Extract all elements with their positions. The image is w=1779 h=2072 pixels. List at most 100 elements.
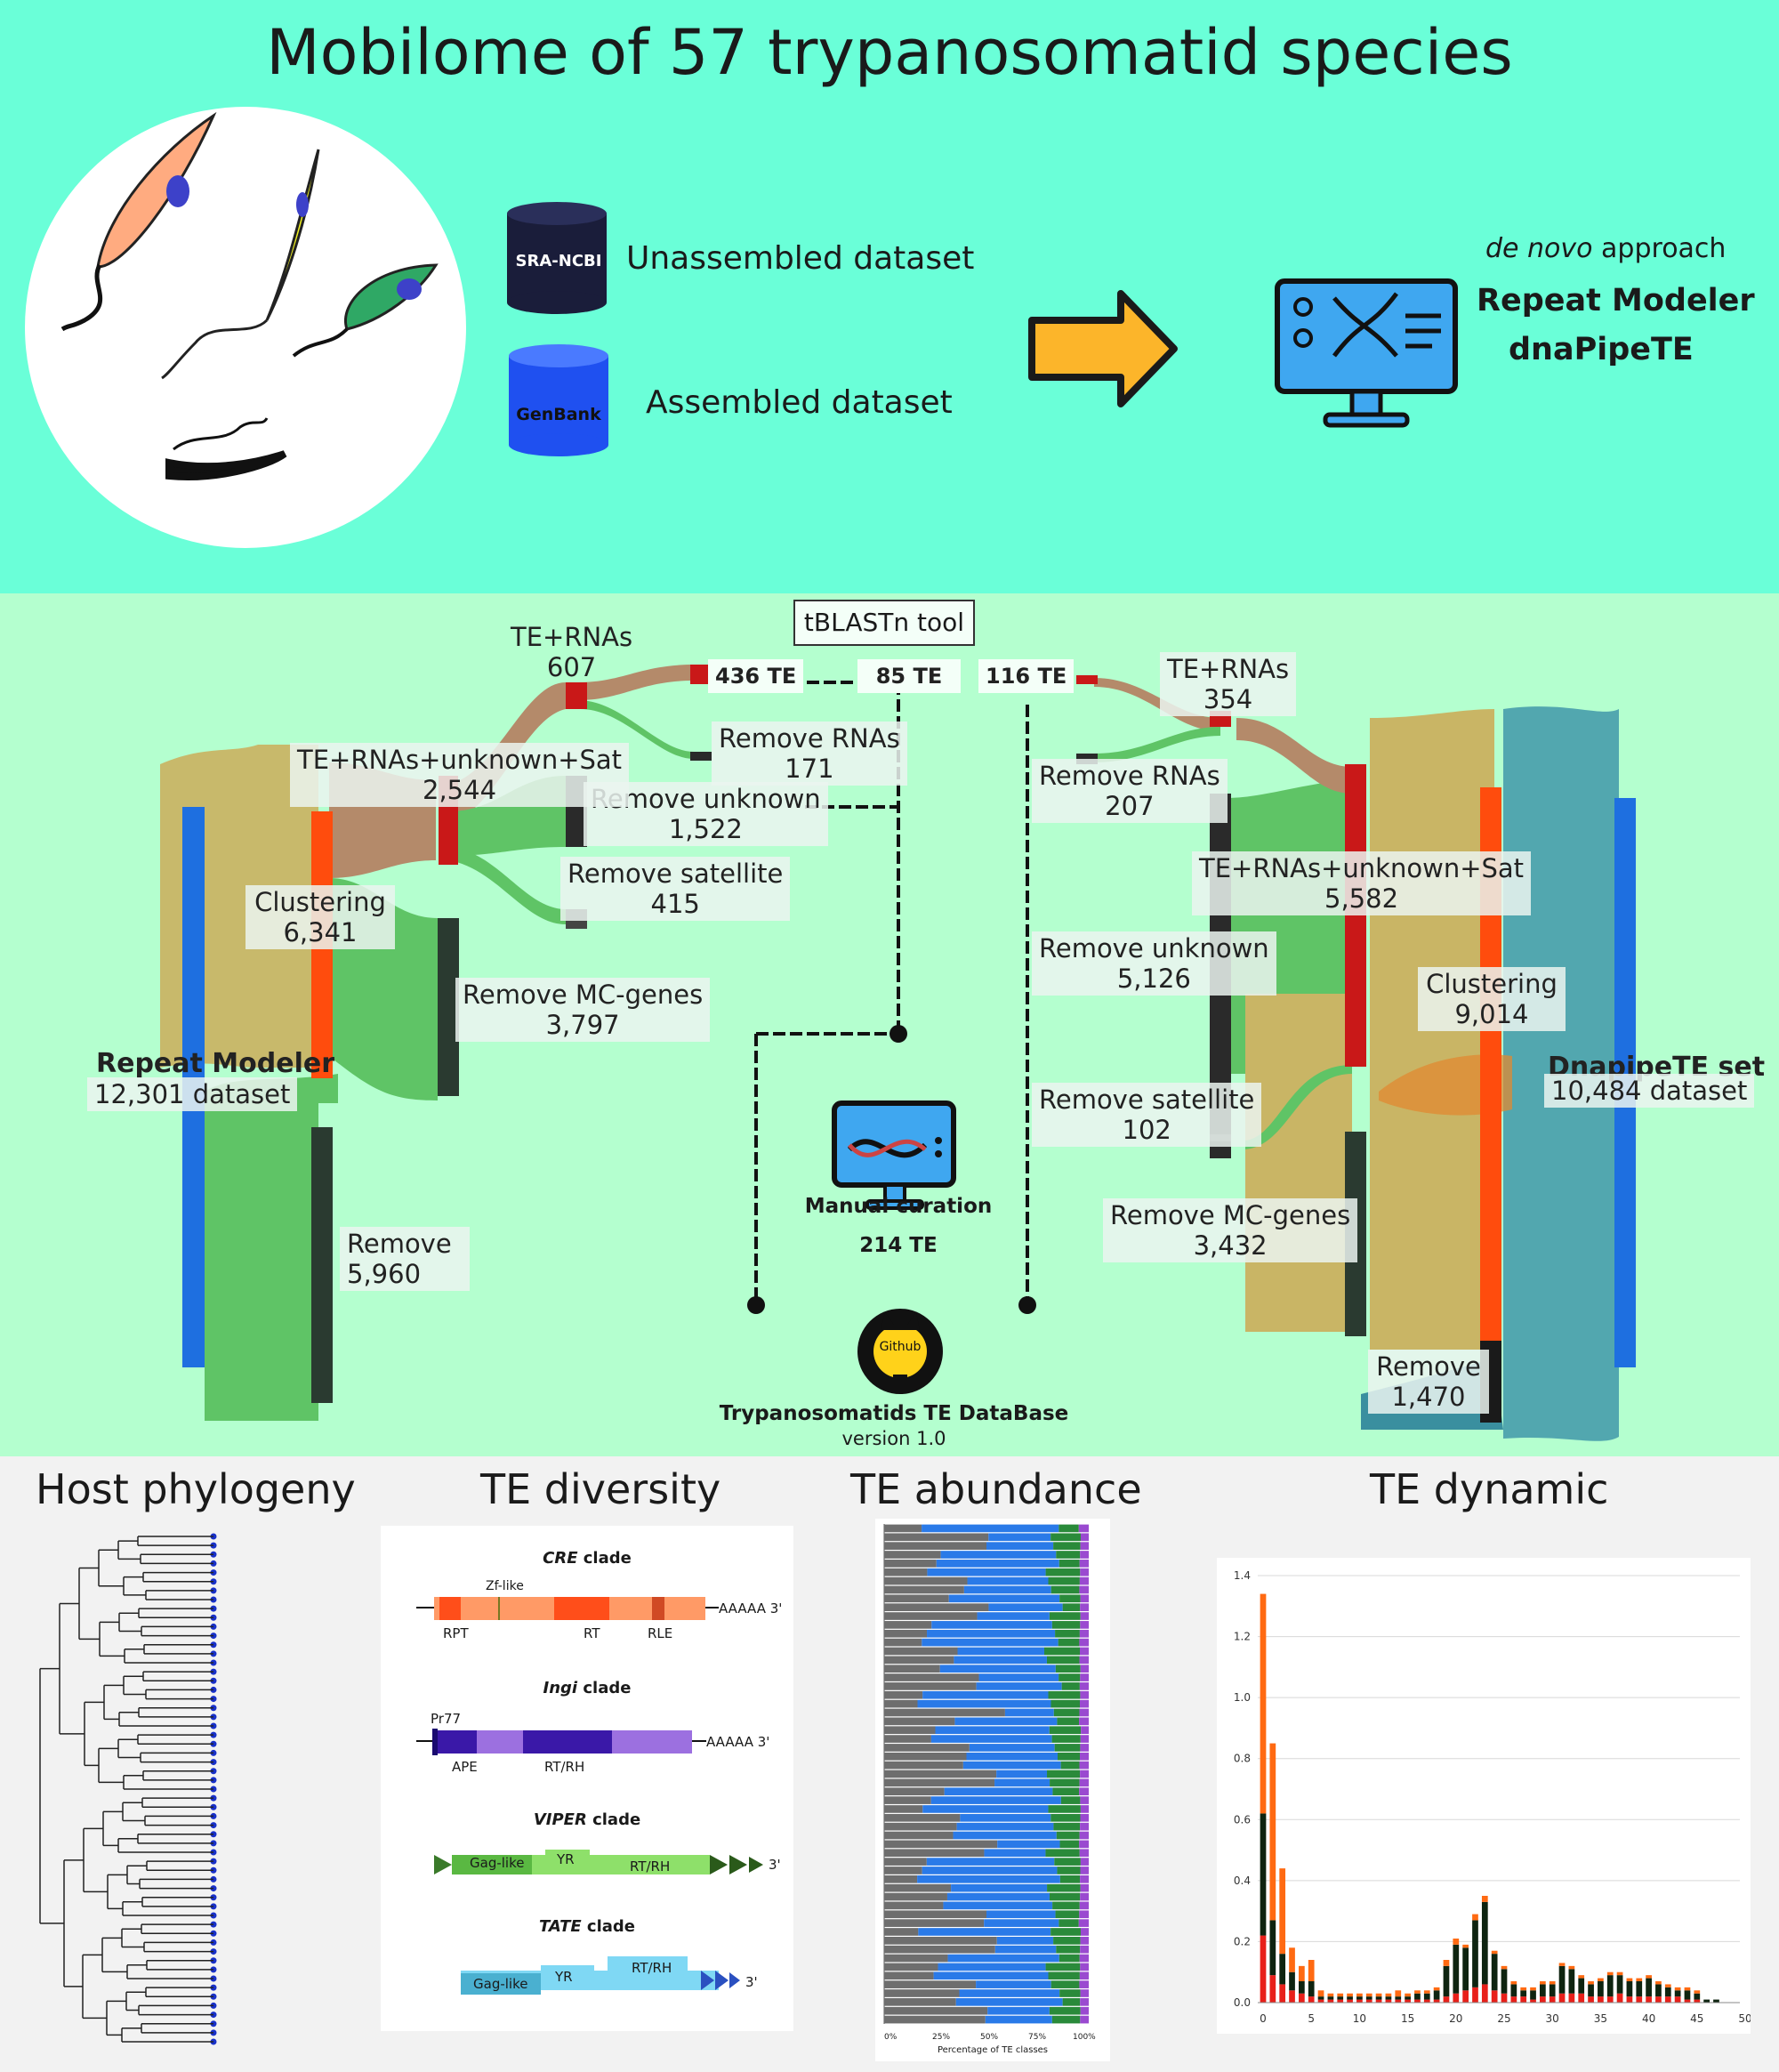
abundance-segment bbox=[976, 1682, 1062, 1690]
bar-segment bbox=[1520, 1987, 1527, 1991]
curation-label: Manual curation bbox=[804, 1195, 993, 1218]
tate-tail-label: 3' bbox=[745, 1974, 758, 1990]
right-te-out-label: 116 TE bbox=[978, 659, 1075, 693]
abundance-segment bbox=[884, 1866, 922, 1874]
node-right-te bbox=[1076, 675, 1098, 684]
abundance-segment bbox=[1079, 1761, 1089, 1770]
bar-segment bbox=[1317, 1996, 1324, 2000]
bar-segment bbox=[1472, 1920, 1478, 1987]
bar-segment bbox=[1578, 1993, 1585, 2003]
bar-segment bbox=[1588, 1996, 1594, 2003]
abundance-segment bbox=[1055, 1665, 1081, 1673]
abundance-segment bbox=[940, 1551, 1057, 1559]
abundance-segment bbox=[1059, 1524, 1079, 1533]
bar-segment bbox=[1636, 1981, 1643, 1997]
bar-segment bbox=[1606, 1971, 1614, 1976]
abundance-segment bbox=[1080, 1699, 1089, 1708]
abundance-segment bbox=[884, 1551, 941, 1559]
abundance-segment bbox=[1080, 1533, 1089, 1542]
abundance-segment bbox=[884, 1603, 989, 1611]
abundance-segment bbox=[1052, 1787, 1080, 1796]
abundance-segment bbox=[1050, 1778, 1080, 1787]
abundance-segment bbox=[1080, 1937, 1089, 1945]
node-left-rnas bbox=[690, 752, 712, 761]
left-source-value: 12,301 dataset bbox=[87, 1077, 298, 1111]
abundance-segment bbox=[922, 1638, 1059, 1647]
clade-structures bbox=[416, 1597, 763, 1995]
connector-dot-right bbox=[1018, 1296, 1036, 1314]
tblastn-label: tBLASTn tool bbox=[803, 608, 965, 637]
abundance-segment bbox=[930, 1796, 1061, 1804]
bar-segment bbox=[1598, 1981, 1604, 1997]
abundance-segment bbox=[1051, 2015, 1081, 2024]
abundance-segment bbox=[884, 1840, 998, 1849]
tate-rtrh-label: RT/RH bbox=[632, 1960, 672, 1976]
sra-desc: Unassembled dataset bbox=[626, 240, 975, 277]
abundance-segment bbox=[1079, 1682, 1089, 1690]
abundance-segment bbox=[1058, 1638, 1080, 1647]
abundance-segment bbox=[884, 1542, 986, 1550]
abundance-segment bbox=[884, 1787, 945, 1796]
abundance-segment bbox=[1062, 1603, 1081, 1611]
bar-segment bbox=[1279, 1954, 1286, 1985]
bar-segment bbox=[1414, 1999, 1421, 2003]
abundance-segment bbox=[931, 1621, 1052, 1629]
x-tick-label: 10 bbox=[1353, 2012, 1366, 2025]
bar-segment bbox=[1423, 1990, 1430, 1994]
abundance-segment bbox=[884, 1778, 995, 1787]
abundance-segment bbox=[947, 1954, 1059, 1963]
bar-segment bbox=[1568, 1969, 1575, 1994]
abundance-segment bbox=[953, 1831, 1057, 1840]
bar-segment bbox=[1646, 1975, 1652, 1979]
clade-cre-title: CRE clade bbox=[543, 1549, 632, 1568]
bar-segment bbox=[1539, 1984, 1546, 1997]
abundance-segment bbox=[884, 1954, 948, 1963]
abundance-segment bbox=[1047, 1883, 1081, 1892]
abundance-segment bbox=[1047, 1770, 1081, 1778]
bar-segment bbox=[1289, 1990, 1295, 2003]
bar-segment bbox=[1395, 1999, 1402, 2003]
bar-segment bbox=[1279, 1984, 1286, 2003]
abundance-segment bbox=[1080, 1594, 1089, 1603]
abundance-segment bbox=[1056, 1831, 1080, 1840]
bar-segment bbox=[1501, 1965, 1508, 1970]
abundance-tick-25: 25% bbox=[932, 2033, 951, 2042]
abundance-segment bbox=[954, 1717, 1058, 1726]
page-title: Mobilome of 57 trypanosomatid species bbox=[266, 16, 1513, 89]
tate-yr-label: YR bbox=[555, 1969, 573, 1985]
approach-label: de novo approach bbox=[1485, 233, 1726, 264]
bar-segment bbox=[1453, 1993, 1460, 2003]
abundance-segment bbox=[884, 1656, 954, 1665]
x-tick-label: 45 bbox=[1690, 2012, 1703, 2025]
x-tick-label: 30 bbox=[1546, 2012, 1559, 2025]
abundance-segment bbox=[884, 1665, 940, 1673]
abundance-segment bbox=[1081, 1726, 1089, 1735]
bar-segment bbox=[1530, 1987, 1536, 1991]
abundance-segment bbox=[884, 1752, 967, 1761]
abundance-segment bbox=[1059, 1874, 1081, 1883]
bar-segment bbox=[1298, 1993, 1305, 2003]
abundance-segment bbox=[1057, 1717, 1080, 1726]
abundance-segment bbox=[1080, 1568, 1089, 1576]
bar-segment bbox=[1269, 1975, 1276, 2003]
abundance-segment bbox=[1055, 1910, 1080, 1919]
tate-gag-label: Gag-like bbox=[473, 1976, 528, 1992]
abundance-segment bbox=[1080, 1673, 1089, 1681]
bar-segment bbox=[1260, 1593, 1267, 1814]
bar-segment bbox=[1598, 1978, 1604, 1981]
bar-segment bbox=[1626, 1996, 1633, 2003]
bar-segment bbox=[1606, 1996, 1614, 2003]
bar-segment bbox=[1433, 1999, 1440, 2003]
bar-segment bbox=[1365, 1999, 1372, 2003]
bar-segment bbox=[1260, 1935, 1267, 2003]
abundance-segment bbox=[988, 1533, 1051, 1542]
abundance-segment bbox=[884, 1822, 957, 1831]
sra-ncbi-database-icon bbox=[507, 202, 607, 314]
bar-segment bbox=[1317, 1990, 1324, 1997]
abundance-segment bbox=[1059, 1560, 1080, 1568]
bar-segment bbox=[1626, 1981, 1633, 1997]
abundance-segment bbox=[884, 1971, 934, 1980]
